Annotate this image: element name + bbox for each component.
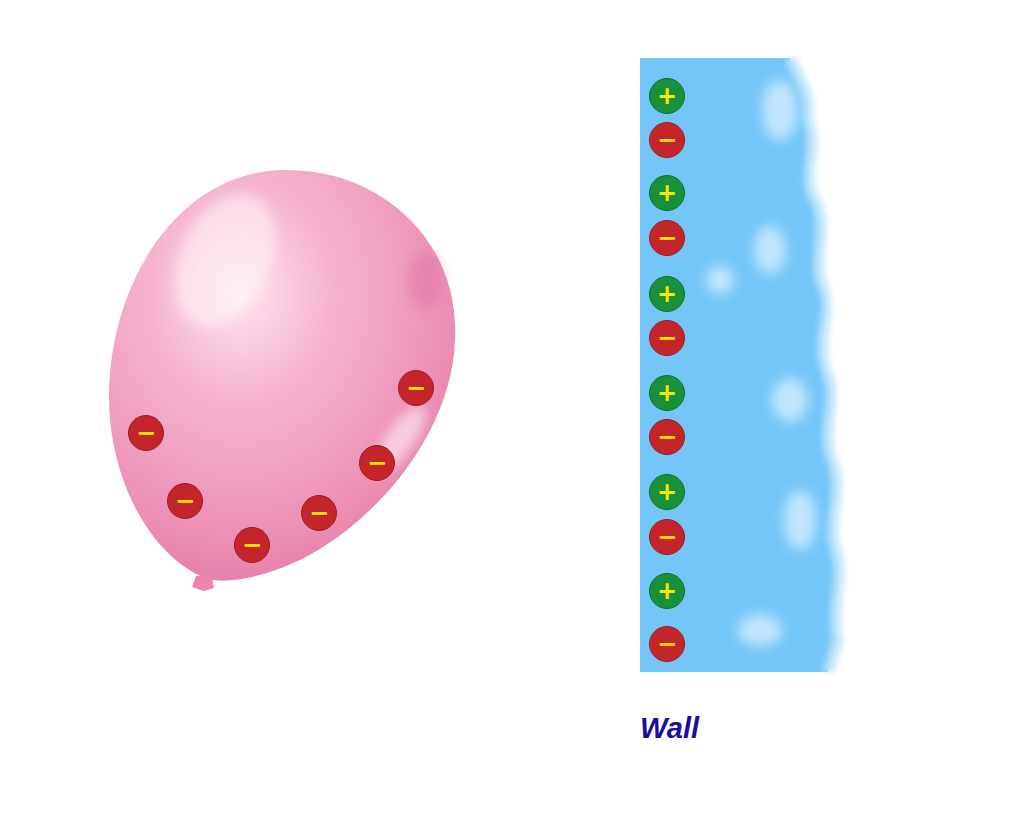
charge-sign: − [175, 489, 195, 513]
negative-charge: − [649, 220, 685, 256]
negative-charge: − [649, 519, 685, 555]
positive-charge: + [649, 375, 685, 411]
charge-sign: − [657, 632, 677, 656]
charge-sign: − [406, 376, 426, 400]
wall-label: Wall [640, 714, 699, 743]
charge-sign: − [367, 451, 387, 475]
charge-sign: − [657, 326, 677, 350]
charge-sign: − [309, 501, 329, 525]
charge-sign: + [657, 381, 677, 405]
charge-sign: + [657, 579, 677, 603]
charge-sign: − [242, 533, 262, 557]
balloon [109, 170, 455, 591]
charge-sign: + [657, 84, 677, 108]
negative-charge: − [649, 419, 685, 455]
charge-sign: − [657, 226, 677, 250]
charge-sign: − [657, 425, 677, 449]
negative-charge: − [359, 445, 395, 481]
positive-charge: + [649, 78, 685, 114]
charge-sign: + [657, 181, 677, 205]
negative-charge: − [649, 122, 685, 158]
charge-sign: + [657, 282, 677, 306]
charge-sign: + [657, 480, 677, 504]
positive-charge: + [649, 276, 685, 312]
positive-charge: + [649, 573, 685, 609]
negative-charge: − [234, 527, 270, 563]
negative-charge: − [649, 320, 685, 356]
negative-charge: − [398, 370, 434, 406]
charge-sign: − [657, 525, 677, 549]
negative-charge: − [128, 415, 164, 451]
positive-charge: + [649, 175, 685, 211]
negative-charge: − [301, 495, 337, 531]
negative-charge: − [649, 626, 685, 662]
charge-sign: − [136, 421, 156, 445]
positive-charge: + [649, 474, 685, 510]
charge-sign: − [657, 128, 677, 152]
wall-band [640, 58, 839, 672]
negative-charge: − [167, 483, 203, 519]
